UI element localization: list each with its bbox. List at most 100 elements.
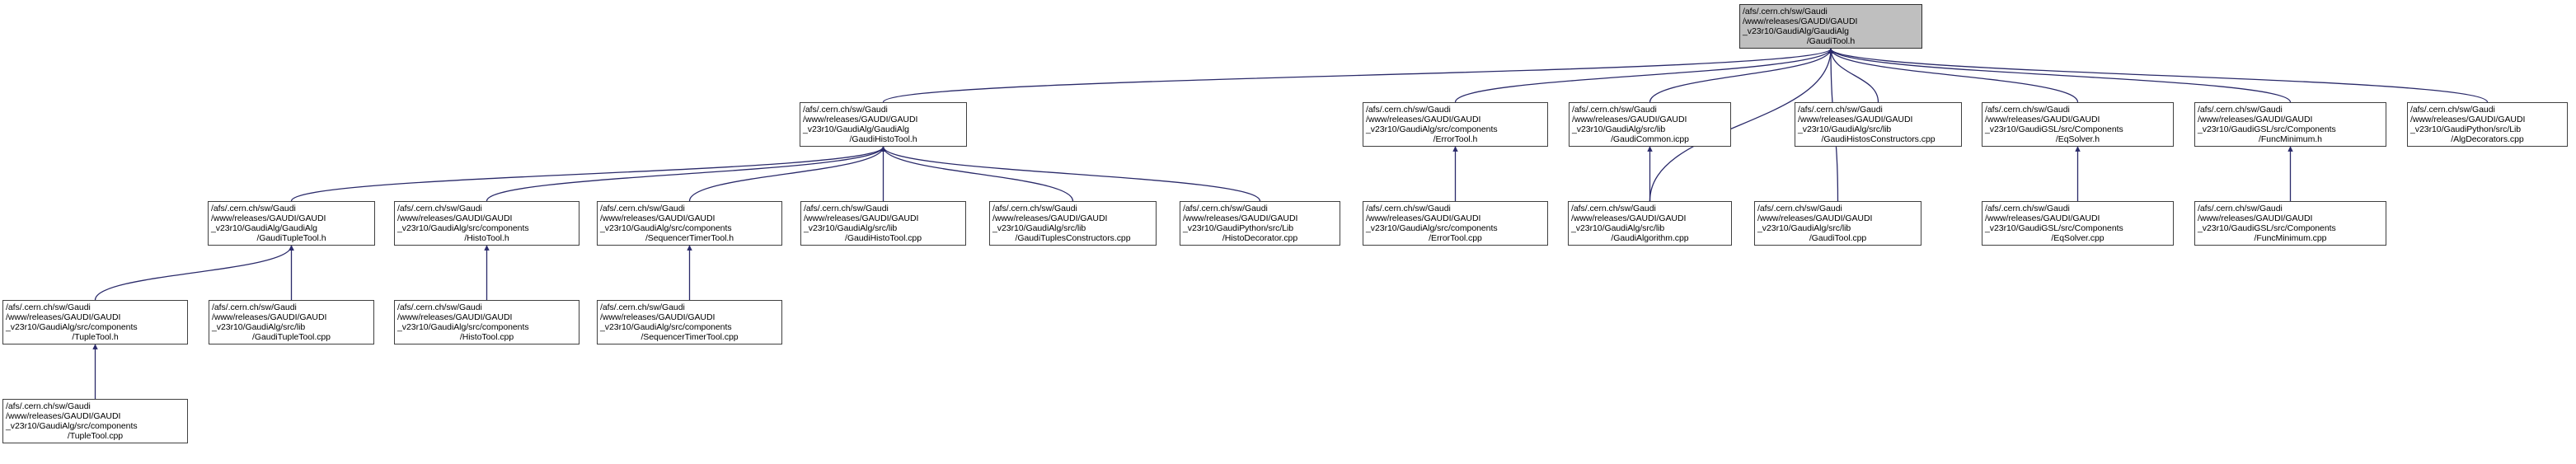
node-line-1: /afs/.cern.ch/sw/Gaudi <box>6 302 91 312</box>
node-line-2: /www/releases/GAUDI/GAUDI <box>1985 115 2100 125</box>
node-line-2: /www/releases/GAUDI/GAUDI <box>1183 213 1298 224</box>
node-line-4: /GaudiTool.h <box>1806 36 1856 47</box>
node-line-4: /EqSolver.cpp <box>2051 233 2104 244</box>
node-line-3: _v23r10/GaudiGSL/src/Components <box>2198 124 2336 135</box>
node-gaudituppletool-h[interactable]: /afs/.cern.ch/sw/Gaudi/www/releases/GAUD… <box>208 201 375 246</box>
node-line-4: /GaudiTupleTool.cpp <box>252 332 331 343</box>
node-gaudituppletool-cpp[interactable]: /afs/.cern.ch/sw/Gaudi/www/releases/GAUD… <box>209 300 374 344</box>
node-funcminimum-cpp[interactable]: /afs/.cern.ch/sw/Gaudi/www/releases/GAUD… <box>2194 201 2386 246</box>
node-line-2: /www/releases/GAUDI/GAUDI <box>397 312 513 323</box>
edge-gaudituppletool_h-to-gaudihistotool_h <box>290 146 886 202</box>
node-funcminimum-h[interactable]: /afs/.cern.ch/sw/Gaudi/www/releases/GAUD… <box>2194 102 2386 147</box>
node-line-1: /afs/.cern.ch/sw/Gaudi <box>6 401 91 411</box>
node-line-1: /afs/.cern.ch/sw/Gaudi <box>1366 204 1451 213</box>
node-line-2: /www/releases/GAUDI/GAUDI <box>1985 213 2100 224</box>
node-gaudihistosconstructors-cpp[interactable]: /afs/.cern.ch/sw/Gaudi/www/releases/GAUD… <box>1795 102 1962 147</box>
node-line-4: /EqSolver.h <box>2055 134 2100 145</box>
edge-histodecorator_cpp-to-gaudihistotool_h <box>880 146 1261 202</box>
node-line-2: /www/releases/GAUDI/GAUDI <box>1572 115 1687 125</box>
node-errortool-h[interactable]: /afs/.cern.ch/sw/Gaudi/www/releases/GAUD… <box>1363 102 1548 147</box>
node-gaudicommon-icpp[interactable]: /afs/.cern.ch/sw/Gaudi/www/releases/GAUD… <box>1569 102 1731 147</box>
edge-gaudicommon_icpp-to-gauditool_h <box>1649 48 1834 103</box>
node-tupletool-cpp[interactable]: /afs/.cern.ch/sw/Gaudi/www/releases/GAUD… <box>2 399 188 443</box>
node-line-2: /www/releases/GAUDI/GAUDI <box>212 312 327 323</box>
node-line-3: _v23r10/GaudiAlg/src/lib <box>1572 124 1666 135</box>
edge-gaudihistosconstructors_cpp-to-gauditool_h <box>1828 48 1879 103</box>
node-line-3: _v23r10/GaudiAlg/src/lib <box>1798 124 1892 135</box>
node-gaudialgorithm-cpp[interactable]: /afs/.cern.ch/sw/Gaudi/www/releases/GAUD… <box>1568 201 1732 246</box>
node-gauditupplesconstructors-cpp[interactable]: /afs/.cern.ch/sw/Gaudi/www/releases/GAUD… <box>989 201 1157 246</box>
node-line-4: /GaudiCommon.icpp <box>1611 134 1689 145</box>
node-histotool-cpp[interactable]: /afs/.cern.ch/sw/Gaudi/www/releases/GAUD… <box>394 300 579 344</box>
node-line-3: _v23r10/GaudiAlg/src/lib <box>1571 223 1665 234</box>
edge-algdecorators_cpp-to-gauditool_h <box>1828 48 2489 103</box>
node-line-1: /afs/.cern.ch/sw/Gaudi <box>2410 105 2495 115</box>
node-histotool-h[interactable]: /afs/.cern.ch/sw/Gaudi/www/releases/GAUD… <box>394 201 579 246</box>
node-line-3: _v23r10/GaudiAlg/src/components <box>6 421 138 432</box>
node-line-3: _v23r10/GaudiAlg/src/components <box>600 322 732 333</box>
node-line-1: /afs/.cern.ch/sw/Gaudi <box>1571 204 1656 213</box>
edge-gauditupplesconstructors_cpp-to-gaudihistotool_h <box>880 146 1074 202</box>
node-line-4: /GaudiTool.cpp <box>1809 233 1867 244</box>
node-line-3: _v23r10/GaudiAlg/src/components <box>1366 124 1498 135</box>
node-line-4: /GaudiHistoTool.cpp <box>844 233 922 244</box>
node-line-2: /www/releases/GAUDI/GAUDI <box>1366 213 1481 224</box>
node-line-3: _v23r10/GaudiPython/src/Lib <box>1183 223 1294 234</box>
node-line-3: _v23r10/GaudiGSL/src/Components <box>2198 223 2336 234</box>
node-line-2: /www/releases/GAUDI/GAUDI <box>6 312 121 323</box>
node-line-1: /afs/.cern.ch/sw/Gaudi <box>397 302 482 312</box>
node-gaudihistotool-h[interactable]: /afs/.cern.ch/sw/Gaudi/www/releases/GAUD… <box>800 102 967 147</box>
node-line-2: /www/releases/GAUDI/GAUDI <box>211 213 326 224</box>
node-line-1: /afs/.cern.ch/sw/Gaudi <box>1798 105 1883 115</box>
node-line-3: _v23r10/GaudiAlg/src/lib <box>212 322 306 333</box>
node-line-4: /AlgDecorators.cpp <box>2451 134 2524 145</box>
edge-tupletool_h-to-gaudituppletool_h <box>94 245 294 301</box>
edge-histotool_h-to-gaudihistotool_h <box>486 146 886 202</box>
node-line-2: /www/releases/GAUDI/GAUDI <box>992 213 1108 224</box>
node-sequencertimertool-cpp[interactable]: /afs/.cern.ch/sw/Gaudi/www/releases/GAUD… <box>597 300 782 344</box>
node-tupletool-h[interactable]: /afs/.cern.ch/sw/Gaudi/www/releases/GAUD… <box>2 300 188 344</box>
node-line-4: /GaudiTupleTool.h <box>256 233 326 244</box>
edge-eqsolver_h-to-gauditool_h <box>1828 48 2079 103</box>
node-line-1: /afs/.cern.ch/sw/Gaudi <box>600 302 685 312</box>
node-line-4: /FuncMinimum.h <box>2259 134 2322 145</box>
node-line-1: /afs/.cern.ch/sw/Gaudi <box>1985 105 2070 115</box>
node-line-4: /SequencerTimerTool.h <box>645 233 734 244</box>
node-line-2: /www/releases/GAUDI/GAUDI <box>1757 213 1873 224</box>
edge-funcminimum_h-to-gauditool_h <box>1828 48 2292 103</box>
node-line-3: _v23r10/GaudiAlg/src/components <box>1366 223 1498 234</box>
node-line-1: /afs/.cern.ch/sw/Gaudi <box>1757 204 1842 213</box>
node-line-1: /afs/.cern.ch/sw/Gaudi <box>1572 105 1657 115</box>
node-line-1: /afs/.cern.ch/sw/Gaudi <box>1985 204 2070 213</box>
node-histodecorator-cpp[interactable]: /afs/.cern.ch/sw/Gaudi/www/releases/GAUD… <box>1180 201 1340 246</box>
node-line-2: /www/releases/GAUDI/GAUDI <box>1743 16 1858 27</box>
node-gauditool-h[interactable]: /afs/.cern.ch/sw/Gaudi/www/releases/GAUD… <box>1739 4 1922 49</box>
node-line-1: /afs/.cern.ch/sw/Gaudi <box>1366 105 1451 115</box>
node-eqsolver-h[interactable]: /afs/.cern.ch/sw/Gaudi/www/releases/GAUD… <box>1982 102 2174 147</box>
node-line-1: /afs/.cern.ch/sw/Gaudi <box>2198 204 2283 213</box>
node-line-4: /GaudiHistosConstructors.cpp <box>1821 134 1936 145</box>
node-algdecorators-cpp[interactable]: /afs/.cern.ch/sw/Gaudi/www/releases/GAUD… <box>2407 102 2568 147</box>
node-line-1: /afs/.cern.ch/sw/Gaudi <box>212 302 297 312</box>
node-line-4: /ErrorTool.cpp <box>1429 233 1482 244</box>
node-errortool-cpp[interactable]: /afs/.cern.ch/sw/Gaudi/www/releases/GAUD… <box>1363 201 1548 246</box>
edge-errortool_h-to-gauditool_h <box>1454 48 1834 103</box>
node-line-4: /HistoDecorator.cpp <box>1222 233 1298 244</box>
node-line-4: /TupleTool.cpp <box>67 431 124 442</box>
node-gauditool-cpp[interactable]: /afs/.cern.ch/sw/Gaudi/www/releases/GAUD… <box>1754 201 1921 246</box>
node-line-1: /afs/.cern.ch/sw/Gaudi <box>600 204 685 213</box>
node-line-3: _v23r10/GaudiPython/src/Lib <box>2410 124 2522 135</box>
node-line-2: /www/releases/GAUDI/GAUDI <box>1571 213 1687 224</box>
edge-sequencertimertool_h-to-gaudihistotool_h <box>688 146 886 202</box>
node-line-3: _v23r10/GaudiAlg/src/lib <box>992 223 1086 234</box>
node-line-1: /afs/.cern.ch/sw/Gaudi <box>211 204 296 213</box>
node-line-3: _v23r10/GaudiAlg/src/components <box>397 223 529 234</box>
node-sequencertimertool-h[interactable]: /afs/.cern.ch/sw/Gaudi/www/releases/GAUD… <box>597 201 782 246</box>
node-line-3: _v23r10/GaudiAlg/src/lib <box>804 223 898 234</box>
node-line-3: _v23r10/GaudiAlg/src/components <box>600 223 732 234</box>
node-line-2: /www/releases/GAUDI/GAUDI <box>6 411 121 422</box>
node-eqsolver-cpp[interactable]: /afs/.cern.ch/sw/Gaudi/www/releases/GAUD… <box>1982 201 2174 246</box>
node-line-3: _v23r10/GaudiAlg/src/components <box>6 322 138 333</box>
node-gaudihistotool-cpp[interactable]: /afs/.cern.ch/sw/Gaudi/www/releases/GAUD… <box>800 201 966 246</box>
